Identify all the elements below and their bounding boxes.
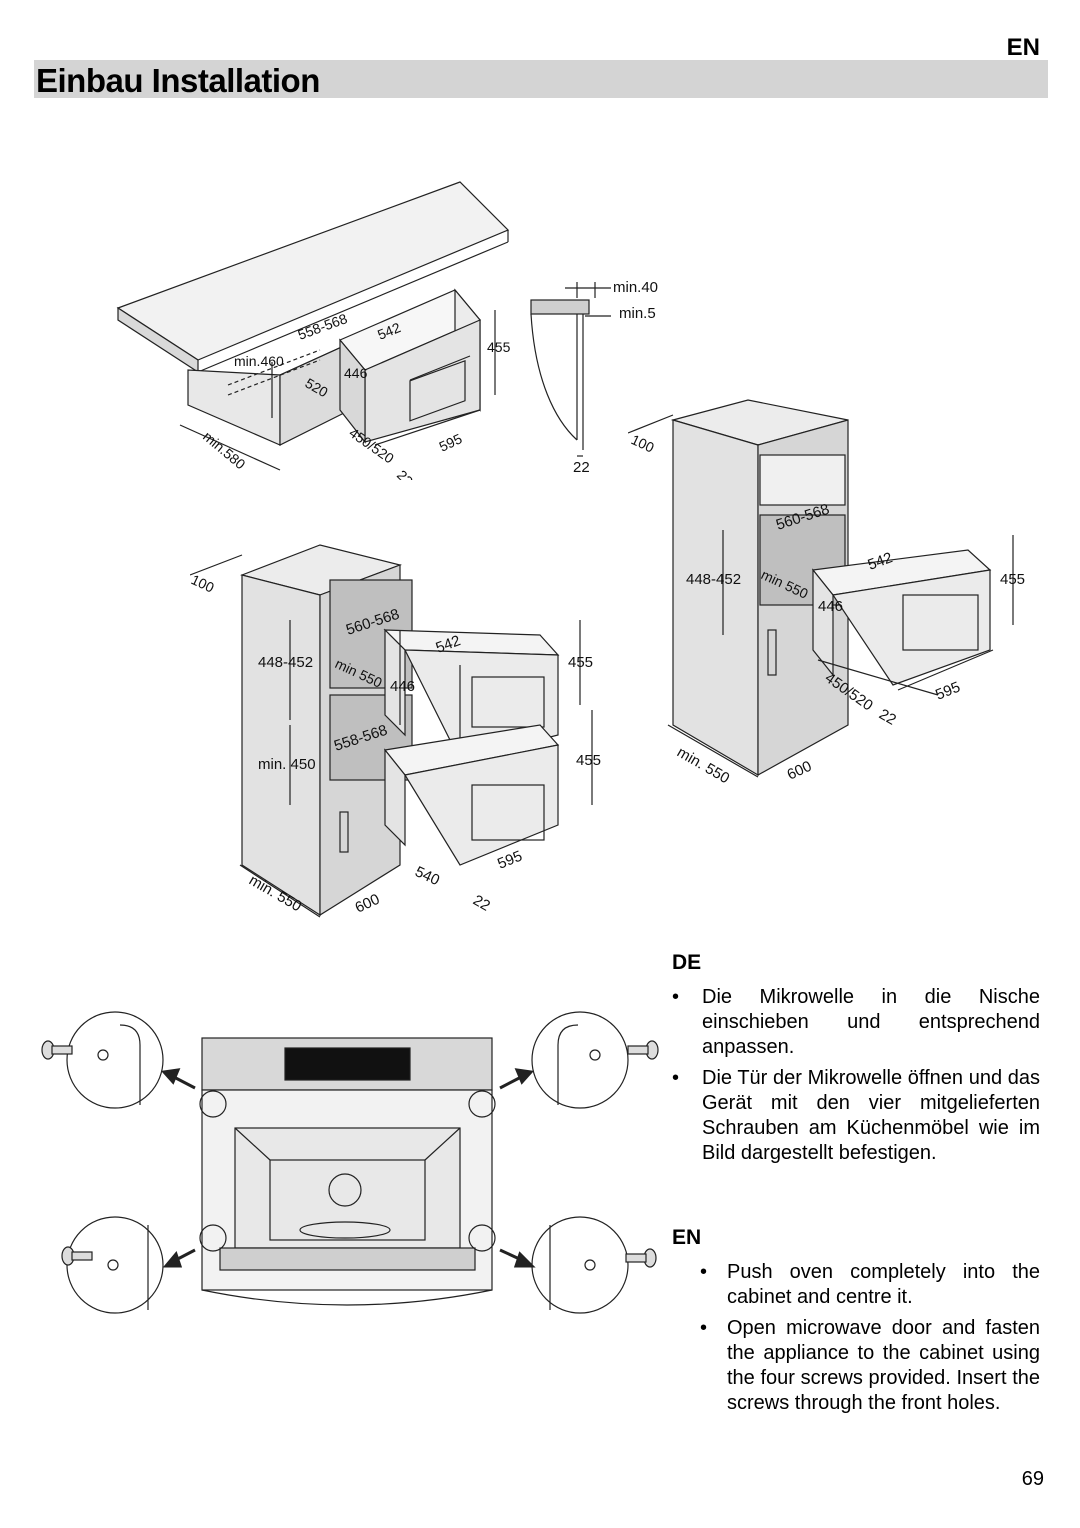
heading-en: EN [672,1226,702,1249]
dim-446: 446 [390,678,415,695]
page-title: Einbau Installation [36,62,320,99]
dim-446: 446 [818,598,843,615]
dim-min580: min.580 [200,428,249,472]
bullet: • [700,1261,708,1283]
list-item-text: Die Tür der Mikrowelle öffnen und das Ge… [702,1067,1040,1164]
dim-595: 595 [437,430,465,454]
dim-100: 100 [629,431,657,455]
list-item: • Die Tür der Mikrowelle öffnen und das … [672,1066,1040,1166]
list-item-text: Push oven completely into the cabinet an… [727,1261,1040,1308]
figure-tall-cabinet-two-appliances: 100 560-568 542 455 448-452 min 550 446 … [190,544,601,918]
instructions-de: DE • Die Mikrowelle in die Nische einsch… [672,950,1040,1172]
bullet: • [672,986,680,1008]
language-label: EN [1006,34,1040,61]
dim-min460: min.460 [234,353,284,369]
dim-22: 22 [470,892,493,915]
dim-448-452: 448-452 [686,571,741,588]
dim-600: 600 [353,891,383,917]
figure-tall-cabinet-single-appliance: 100 560-568 542 448-452 min 550 446 455 … [628,399,1025,787]
bullet: • [700,1317,708,1339]
bullet: • [672,1067,680,1089]
page-number: 69 [1021,1468,1044,1490]
list-item-text: Die Mikrowelle in die Nische einschieben… [702,986,1040,1058]
dim-455: 455 [487,339,511,355]
heading-de: DE [672,951,702,974]
figure-front-view-screw-fastening [41,1011,659,1314]
dim-min5: min.5 [619,305,656,322]
dim-min450: min. 450 [258,756,316,773]
figure-undercounter-installation: 558-568 542 455 min.460 520 446 450/520 … [116,181,511,480]
dim-600: 600 [785,758,815,784]
dim-455: 455 [1000,571,1025,588]
dim-595: 595 [495,848,525,873]
dim-540: 540 [412,863,442,889]
list-item: • Push oven completely into the cabinet … [672,1260,1040,1310]
dim-min40: min.40 [613,279,658,296]
dim-595: 595 [933,679,963,704]
dim-22: 22 [394,467,416,480]
dim-448-452: 448-452 [258,654,313,671]
dim-455-lower: 455 [576,752,601,769]
dim-22: 22 [876,706,899,729]
title-bar [34,60,1048,98]
dim-100: 100 [190,571,217,595]
list-item: • Die Mikrowelle in die Nische einschieb… [672,985,1040,1060]
instructions-en: EN • Push oven completely into the cabin… [672,1225,1040,1422]
dim-446: 446 [344,365,368,381]
list-item: • Open microwave door and fasten the app… [672,1316,1040,1416]
dim-22: 22 [573,459,590,476]
figure-side-clearance-detail: min.40 min.5 22 [530,279,658,476]
list-item-text: Open microwave door and fasten the appli… [727,1317,1040,1414]
dim-455-upper: 455 [568,654,593,671]
